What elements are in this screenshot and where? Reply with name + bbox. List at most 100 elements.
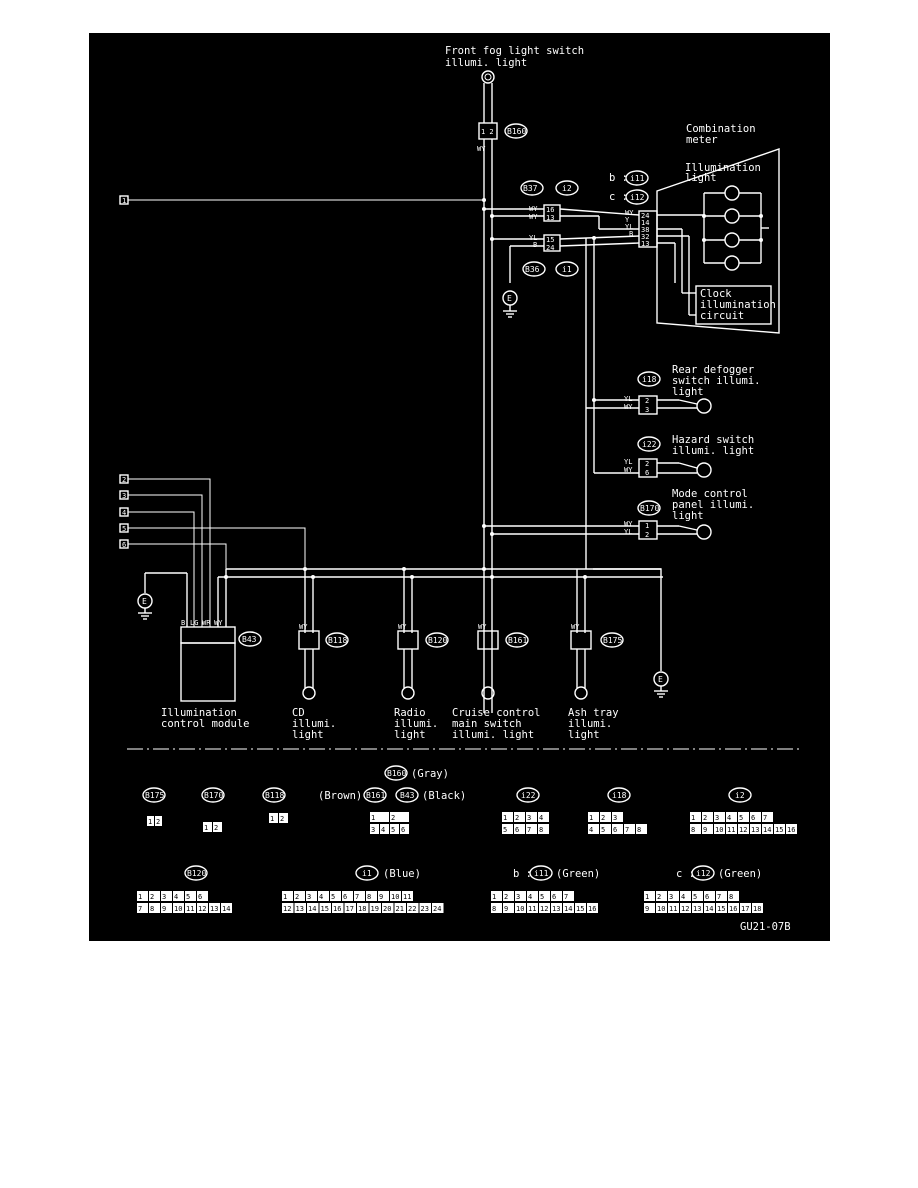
- legend-i1-r2-cell: [369, 903, 381, 913]
- legend-b120-r1-pin: 3: [162, 893, 166, 901]
- svg-text:B120: B120: [187, 869, 206, 878]
- legend-b120-r1-cell: [161, 891, 172, 901]
- legend-i2-r1-pin: 1: [691, 814, 695, 822]
- b43-tag: [238, 631, 262, 647]
- b120-tag-text: B120: [428, 636, 447, 645]
- legend-b120-r1-pin: 4: [174, 893, 178, 901]
- legend-i12-r2-pin: 13: [693, 905, 701, 913]
- svg-text:6: 6: [122, 541, 126, 549]
- svg-text:i2: i2: [735, 791, 745, 800]
- legend-i18-r2-cell: [612, 824, 623, 834]
- svg-text:24: 24: [641, 212, 649, 220]
- legend-b120-r1-pin: 2: [150, 893, 154, 901]
- front-fog-label-1: Front fog light switch: [445, 45, 584, 57]
- legend-i1-r1-cell: [306, 891, 317, 901]
- legend-i12-r1-cell: [728, 891, 739, 901]
- legend-b120-r2-cell: [173, 903, 184, 913]
- legend-b120-r2-cell: [161, 903, 172, 913]
- legend-i18-r1-pin: 1: [589, 814, 593, 822]
- b36-wire-yl: YL: [529, 234, 537, 242]
- legend-i1-r2-cell: [357, 903, 369, 913]
- wiring-diagram: Front fog light switch illumi. light 1 2…: [119, 45, 801, 933]
- svg-text:B175: B175: [145, 791, 164, 800]
- i11-tag-text: i11: [630, 174, 645, 183]
- legend-i1-r2-pin: 16: [333, 905, 341, 913]
- legend-i12-r1-cell: [656, 891, 667, 901]
- svg-text:2: 2: [645, 397, 649, 405]
- legend-i1-r2-pin: 13: [296, 905, 304, 913]
- front-fog-label-2: illumi. light: [445, 57, 527, 69]
- legend-i1-r2-cell: [419, 903, 431, 913]
- legend-i2-r1-cell: [714, 812, 725, 822]
- cd-bulb-icon: [302, 686, 316, 700]
- legend-i18-r2-cell: [636, 824, 647, 834]
- legend-i12-r2-pin: 18: [753, 905, 761, 913]
- legend-i2-r2-cell: [762, 824, 773, 834]
- legend-i18-tag: [607, 787, 631, 803]
- hazard-label-1: Hazard switch: [672, 434, 754, 446]
- legend-i2-r2-cell: [738, 824, 749, 834]
- legend-i1-r1-cell: [354, 891, 365, 901]
- legend-i1-r2-pin: 19: [371, 905, 379, 913]
- legend-i18-r2-pin: 5: [601, 826, 605, 834]
- legend-i1-r1-cell: [330, 891, 341, 901]
- radio-bulb-icon: [401, 686, 415, 700]
- legend-i2-r2-cell: [702, 824, 713, 834]
- b37-connector: [543, 204, 561, 222]
- wiring-diagram-panel: Front fog light switch illumi. light 1 2…: [89, 33, 830, 941]
- legend-i22-r1-pin: 1: [503, 814, 507, 822]
- legend-i1-r1-pin: 1: [283, 893, 287, 901]
- legend-b175-pin: 2: [156, 818, 160, 826]
- b160-tag-text: B160: [507, 127, 526, 136]
- legend-i2-r1-pin: 2: [703, 814, 707, 822]
- svg-text:B: B: [181, 619, 185, 627]
- b161-connector: [477, 630, 499, 650]
- legend-i12-r2-pin: 10: [657, 905, 665, 913]
- legend-b120-r2-pin: 11: [186, 905, 194, 913]
- svg-text:WY: WY: [571, 623, 580, 631]
- legend-i11-r2-pin: 12: [540, 905, 548, 913]
- svg-text:i12: i12: [696, 869, 711, 878]
- legend-i11-r1-pin: 5: [540, 893, 544, 901]
- legend-i11-r2-pin: 9: [504, 905, 508, 913]
- legend-i12-r1-cell: [644, 891, 655, 901]
- legend-i1-r2-pin: 20: [383, 905, 391, 913]
- legend-b170-tag: [201, 787, 225, 803]
- legend-i2-r2-pin: 12: [739, 826, 747, 834]
- b36-tag: [522, 261, 546, 277]
- legend-i11-r1-cell: [563, 891, 574, 901]
- legend-b118-pin: 2: [280, 815, 284, 823]
- legend-i11-r2-cell: [575, 903, 586, 913]
- svg-text:WY: WY: [624, 520, 633, 528]
- legend-i2-r1-cell: [762, 812, 773, 822]
- legend-i11-r2-cell: [539, 903, 550, 913]
- legend-i1-r2-cell: [432, 903, 444, 913]
- diagram-code: GU21-07B: [740, 921, 791, 933]
- legend-b161-r1-cell: [390, 812, 409, 822]
- svg-text:2: 2: [645, 531, 649, 539]
- legend-b161-r1-pin: 1: [371, 814, 375, 822]
- legend-b118-cell: [269, 813, 278, 823]
- legend-i18-r1-cell: [600, 812, 611, 822]
- legend-i22-r1-pin: 4: [539, 814, 543, 822]
- svg-text:B170: B170: [204, 791, 223, 800]
- legend-i12-r1-cell: [680, 891, 691, 901]
- meter-bulb-2-icon: [724, 208, 740, 224]
- svg-text:6: 6: [645, 469, 649, 477]
- legend-b161-r2-cell: [380, 824, 389, 834]
- legend-i12-r1-pin: 3: [669, 893, 673, 901]
- legend-b161-r2-pin: 6: [401, 826, 405, 834]
- legend-i2-r1-pin: 5: [739, 814, 743, 822]
- svg-text:i11: i11: [534, 869, 549, 878]
- svg-text:E: E: [658, 675, 663, 684]
- legend-i1-r2-cell: [407, 903, 419, 913]
- legend-b120-r2-pin: 14: [222, 905, 230, 913]
- b170-tag-text: B170: [640, 504, 659, 513]
- legend-i2-r2-pin: 13: [751, 826, 759, 834]
- svg-text:LG: LG: [190, 619, 198, 627]
- legend-b120-r1-cell: [137, 891, 148, 901]
- prefix-c: c :: [609, 191, 628, 203]
- svg-text:13: 13: [546, 214, 554, 222]
- cruise-label-3: illumi. light: [452, 729, 534, 741]
- legend-b161-tag: [363, 787, 387, 803]
